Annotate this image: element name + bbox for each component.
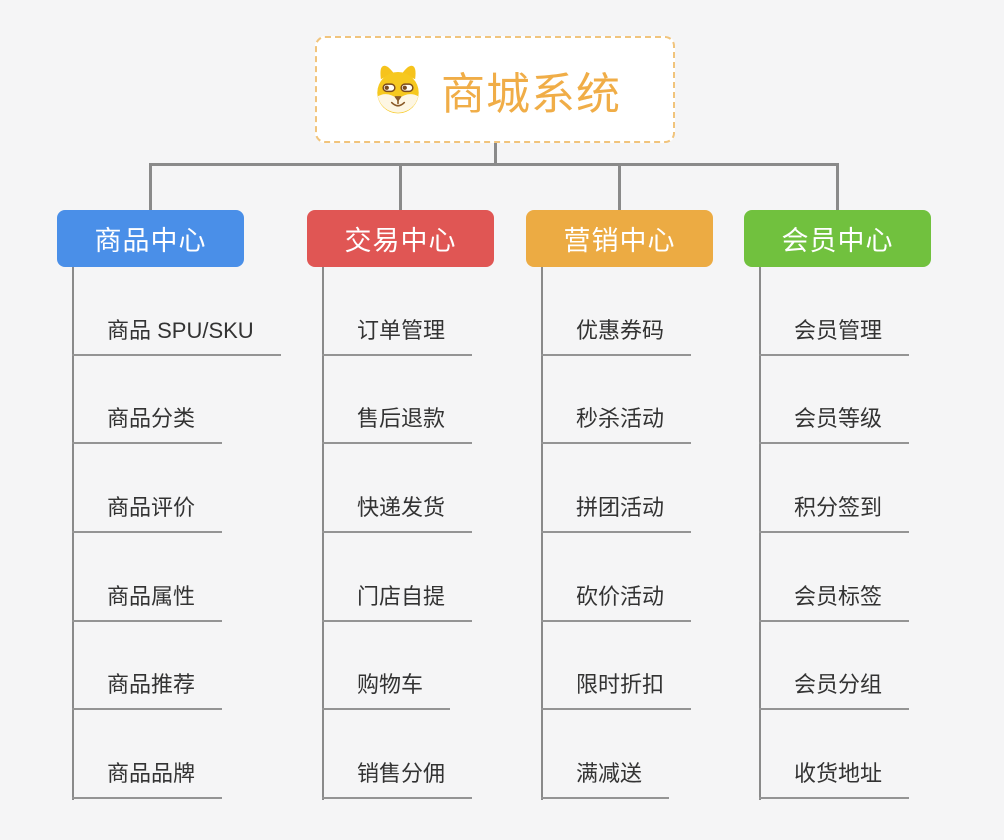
leaf-node[interactable]: 商品属性 <box>72 579 223 622</box>
leaf-slot: 购物车 <box>322 622 582 711</box>
leaf-node[interactable]: 门店自提 <box>322 579 473 622</box>
leaf-node[interactable]: 会员管理 <box>759 313 910 356</box>
connector-drop <box>618 163 621 210</box>
leaf-slot: 收货地址 <box>759 710 1004 800</box>
leaf-slot: 会员等级 <box>759 356 1004 445</box>
leaf-node[interactable]: 限时折扣 <box>541 667 692 711</box>
dog-icon <box>377 65 419 113</box>
leaf-node[interactable]: 收货地址 <box>759 756 910 800</box>
leaf-slot: 订单管理 <box>322 267 582 356</box>
root-node-mall-system[interactable]: 商城系统 <box>315 36 675 143</box>
leaf-node[interactable]: 商品分类 <box>72 401 223 445</box>
leaf-node[interactable]: 会员标签 <box>759 579 910 622</box>
root-title: 商城系统 <box>441 69 621 119</box>
leaf-node[interactable]: 商品推荐 <box>72 667 223 711</box>
leaf-node[interactable]: 砍价活动 <box>541 579 692 622</box>
branch-box-1[interactable]: 交易中心 <box>307 210 494 267</box>
leaf-slot: 商品属性 <box>72 533 332 622</box>
branch-box-3[interactable]: 会员中心 <box>744 210 931 267</box>
leaf-node[interactable]: 快递发货 <box>322 490 473 534</box>
leaf-slot: 满减送 <box>541 710 801 800</box>
leaf-node[interactable]: 秒杀活动 <box>541 401 692 445</box>
leaf-node[interactable]: 商品 SPU/SKU <box>72 313 281 356</box>
leaf-column-2: 优惠券码秒杀活动拼团活动砍价活动限时折扣满减送 <box>541 267 801 800</box>
leaf-column-0: 商品 SPU/SKU 商品分类商品评价商品属性商品推荐商品品牌 <box>72 267 332 800</box>
leaf-slot: 优惠券码 <box>541 267 801 356</box>
leaf-node[interactable]: 订单管理 <box>322 313 473 356</box>
leaf-node[interactable]: 商品品牌 <box>72 756 223 800</box>
connector-column-vline <box>72 267 74 800</box>
branch-label: 交易中心 <box>344 226 457 256</box>
leaf-column-1: 订单管理售后退款快递发货门店自提购物车销售分佣 <box>322 267 582 800</box>
branch-label: 会员中心 <box>781 226 894 256</box>
leaf-slot: 会员标签 <box>759 533 1004 622</box>
leaf-node[interactable]: 购物车 <box>322 667 451 711</box>
connector-root-stem <box>493 143 497 165</box>
branch-label: 营销中心 <box>563 226 676 256</box>
leaf-slot: 商品品牌 <box>72 710 332 800</box>
leaf-slot: 门店自提 <box>322 533 582 622</box>
branch-box-2[interactable]: 营销中心 <box>526 210 713 267</box>
branch-label: 商品中心 <box>94 226 207 256</box>
leaf-slot: 拼团活动 <box>541 444 801 534</box>
leaf-slot: 会员分组 <box>759 622 1004 711</box>
leaf-slot: 售后退款 <box>322 356 582 445</box>
leaf-node[interactable]: 售后退款 <box>322 401 473 445</box>
connector-column-vline <box>322 267 324 800</box>
leaf-node[interactable]: 销售分佣 <box>322 756 473 800</box>
leaf-slot: 会员管理 <box>759 267 1004 356</box>
connector-drop <box>149 163 152 210</box>
leaf-slot: 商品分类 <box>72 356 332 445</box>
connector-drop <box>399 163 402 210</box>
leaf-slot: 积分签到 <box>759 444 1004 534</box>
leaf-node[interactable]: 会员等级 <box>759 401 910 445</box>
leaf-slot: 砍价活动 <box>541 533 801 622</box>
leaf-node[interactable]: 满减送 <box>541 756 670 800</box>
leaf-node[interactable]: 会员分组 <box>759 667 910 711</box>
leaf-node[interactable]: 拼团活动 <box>541 490 692 534</box>
leaf-slot: 限时折扣 <box>541 622 801 711</box>
leaf-slot: 商品 SPU/SKU <box>72 267 332 356</box>
leaf-column-3: 会员管理会员等级积分签到会员标签会员分组收货地址 <box>759 267 1004 800</box>
branch-box-0[interactable]: 商品中心 <box>57 210 244 267</box>
leaf-slot: 商品评价 <box>72 444 332 534</box>
connector-drop <box>836 163 839 210</box>
connector-bus <box>149 163 839 166</box>
leaf-node[interactable]: 优惠券码 <box>541 313 692 356</box>
leaf-slot: 商品推荐 <box>72 622 332 711</box>
connector-column-vline <box>541 267 543 800</box>
leaf-slot: 销售分佣 <box>322 710 582 800</box>
leaf-node[interactable]: 积分签到 <box>759 490 910 534</box>
leaf-slot: 秒杀活动 <box>541 356 801 445</box>
leaf-slot: 快递发货 <box>322 444 582 534</box>
connector-column-vline <box>759 267 761 800</box>
leaf-node[interactable]: 商品评价 <box>72 490 223 534</box>
